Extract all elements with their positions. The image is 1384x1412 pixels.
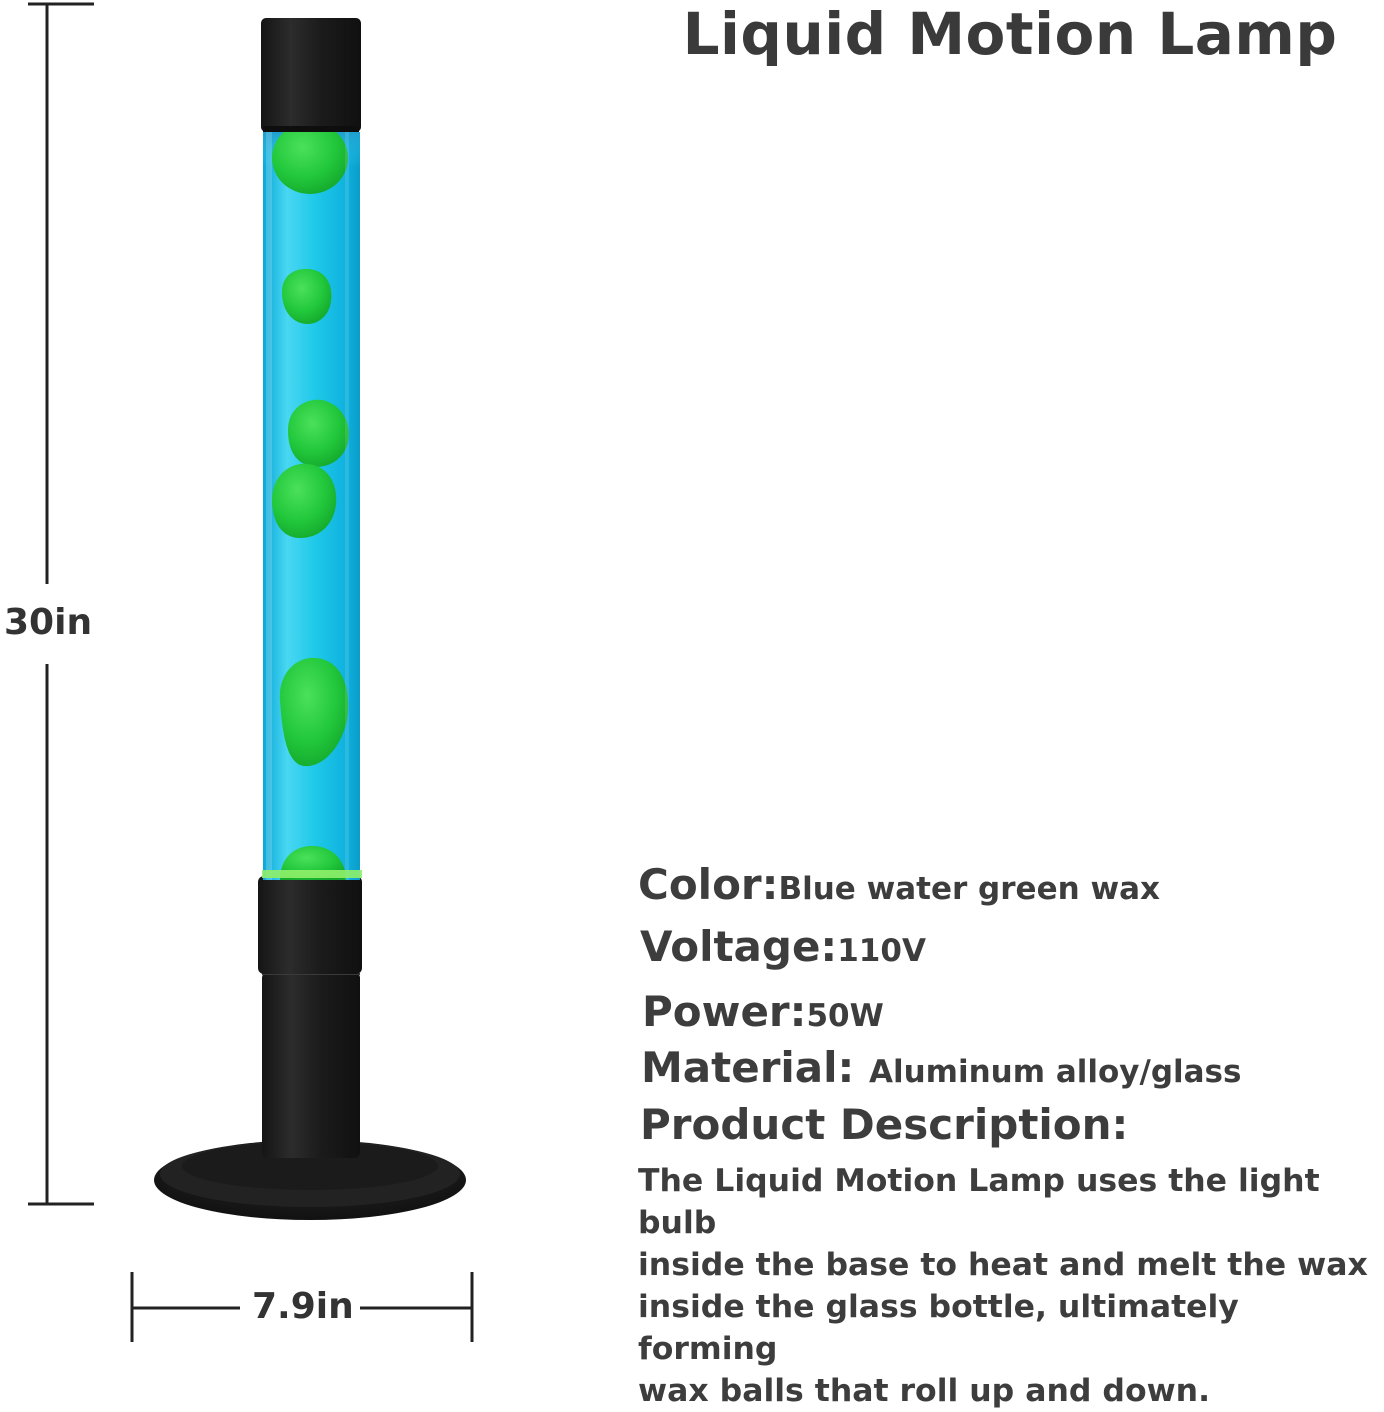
description-line: inside the base to heat and melt the wax bbox=[638, 1247, 1368, 1283]
width-dimension-line bbox=[130, 1272, 474, 1342]
wax-blob bbox=[279, 657, 349, 767]
spec-color-value: Blue water green wax bbox=[778, 871, 1161, 907]
spec-color-key: Color: bbox=[638, 860, 779, 909]
spec-voltage-key: Voltage: bbox=[640, 922, 838, 971]
spec-material-value: Aluminum alloy/glass bbox=[868, 1054, 1242, 1090]
spec-color: Color:Blue water green wax bbox=[638, 864, 1160, 906]
wax-blob bbox=[272, 132, 348, 194]
spec-voltage-value: 110V bbox=[837, 933, 926, 969]
spec-power-key: Power: bbox=[642, 987, 807, 1036]
wax-blob bbox=[272, 463, 337, 538]
spec-power: Power:50W bbox=[642, 991, 884, 1033]
wax-blob bbox=[288, 399, 349, 467]
description-line: wax balls that roll up and down. bbox=[638, 1373, 1211, 1409]
wax-blob bbox=[282, 268, 332, 325]
lamp-illustration bbox=[28, 2, 474, 1342]
lamp-top-cap bbox=[261, 18, 361, 132]
height-label: 30in bbox=[4, 602, 93, 643]
lamp-glass-tube bbox=[263, 132, 360, 880]
spec-power-value: 50W bbox=[806, 998, 884, 1034]
description-line: The Liquid Motion Lamp uses the light bu… bbox=[638, 1163, 1320, 1241]
lamp-lower-column bbox=[262, 972, 360, 1158]
lamp-upper-column bbox=[258, 876, 362, 974]
spec-material: Material: Aluminum alloy/glass bbox=[641, 1047, 1241, 1089]
description-line: inside the glass bottle, ultimately form… bbox=[638, 1289, 1239, 1367]
height-dimension-line bbox=[28, 2, 94, 1206]
spec-description-heading: Product Description: bbox=[640, 1100, 1129, 1149]
spec-voltage: Voltage:110V bbox=[640, 926, 926, 968]
page-title: Liquid Motion Lamp bbox=[682, 0, 1338, 68]
spec-material-key: Material: bbox=[641, 1043, 869, 1092]
width-label: 7.9in bbox=[252, 1286, 354, 1327]
product-description: The Liquid Motion Lamp uses the light bu… bbox=[638, 1160, 1384, 1412]
